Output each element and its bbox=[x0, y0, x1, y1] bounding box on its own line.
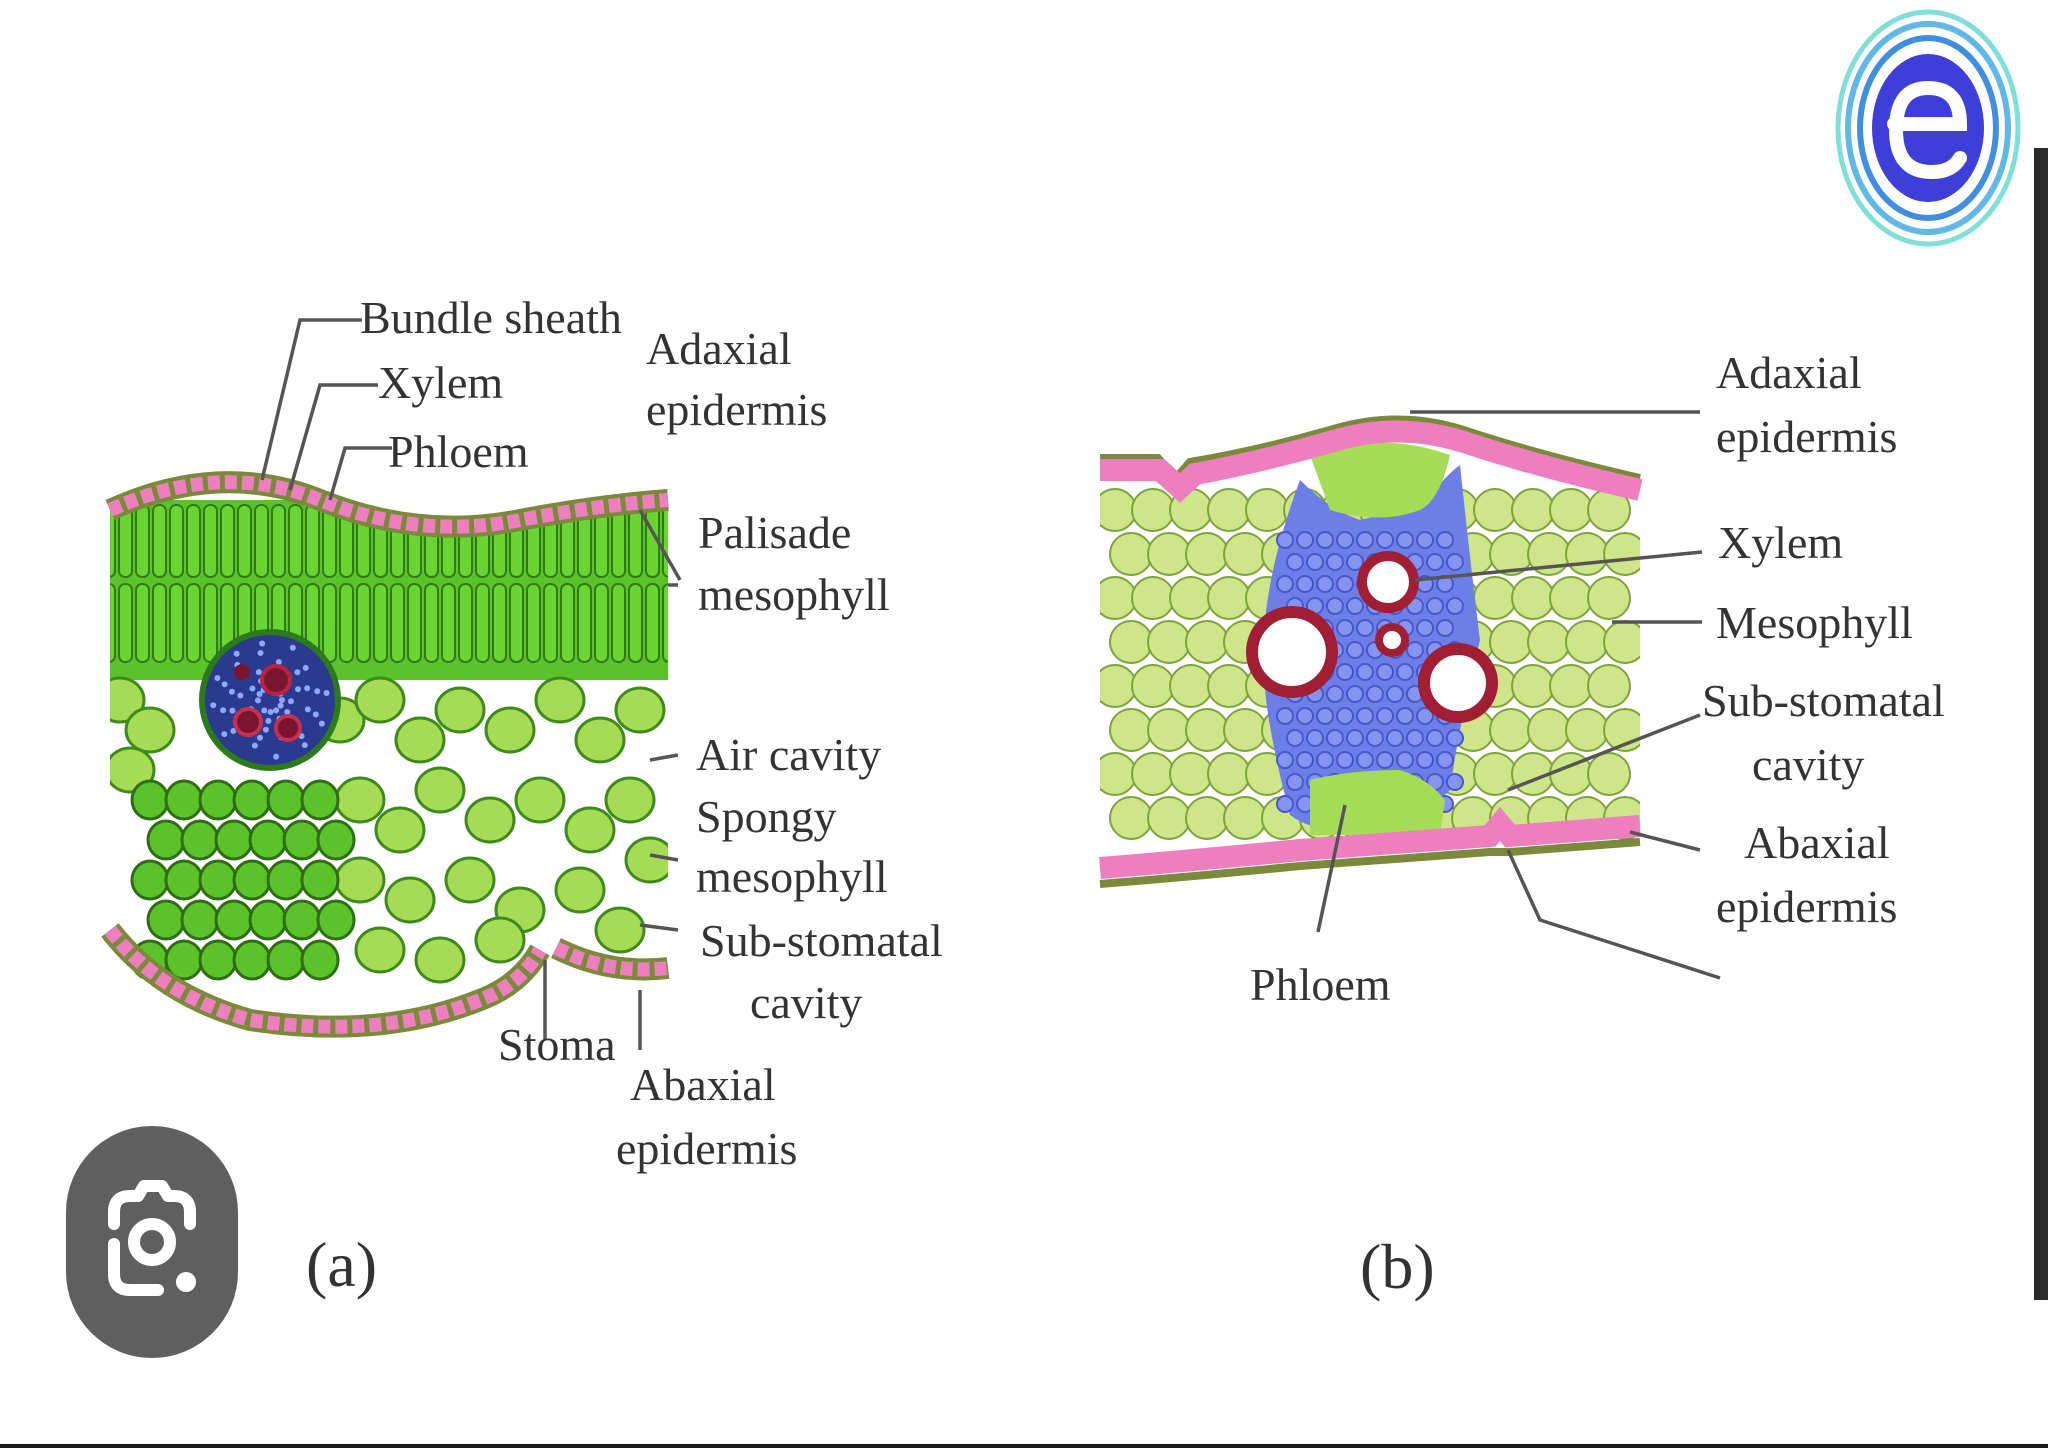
label-adaxial-b-1: Adaxial bbox=[1716, 347, 1862, 398]
label-mesophyll-b: Mesophyll bbox=[1716, 597, 1913, 648]
scrollbar-edge bbox=[2034, 148, 2048, 1300]
label-palisade-a-1: Palisade bbox=[698, 507, 851, 558]
label-abaxial-a-1: Abaxial bbox=[630, 1059, 776, 1110]
figure-a-diagram: Bundle sheath Xylem Phloem Adaxial epide… bbox=[101, 292, 943, 1300]
visual-search-button[interactable] bbox=[66, 1126, 238, 1358]
vascular-bundle-a bbox=[199, 629, 341, 771]
palisade-cells bbox=[110, 504, 668, 663]
label-xylem-a: Xylem bbox=[378, 357, 503, 408]
label-adaxial-a-1: Adaxial bbox=[646, 323, 792, 374]
label-air-cavity-a: Air cavity bbox=[696, 729, 881, 780]
xylem-vessel-small bbox=[1375, 623, 1409, 657]
bottom-divider bbox=[0, 1444, 2048, 1448]
spongy-mesophyll-cells bbox=[110, 676, 668, 984]
bundle-sheath-cells bbox=[130, 779, 356, 981]
visual-search-icon bbox=[108, 1180, 196, 1296]
label-adaxial-a-2: epidermis bbox=[646, 384, 827, 435]
label-phloem-b: Phloem bbox=[1250, 959, 1391, 1010]
label-xylem-b: Xylem bbox=[1718, 517, 1843, 568]
label-spongy-a-1: Spongy bbox=[696, 791, 837, 842]
xylem-vessel-large-left bbox=[1246, 606, 1338, 698]
label-abaxial-a-2: epidermis bbox=[616, 1123, 797, 1174]
label-palisade-a-2: mesophyll bbox=[698, 569, 890, 620]
label-substomatal-a-1: Sub-stomatal bbox=[700, 915, 943, 966]
label-substomatal-b-1: Sub-stomatal bbox=[1702, 675, 1945, 726]
abaxial-epidermis-b bbox=[1099, 806, 1641, 879]
label-spongy-a-2: mesophyll bbox=[696, 851, 888, 902]
xylem-vessel-large-right bbox=[1418, 643, 1498, 723]
label-substomatal-a-2: cavity bbox=[750, 977, 862, 1028]
label-abaxial-b-2: epidermis bbox=[1716, 881, 1897, 932]
label-abaxial-b-1: Abaxial bbox=[1744, 817, 1890, 868]
label-substomatal-b-2: cavity bbox=[1752, 739, 1864, 790]
brand-logo-icon bbox=[1832, 6, 2024, 250]
label-phloem-a: Phloem bbox=[388, 426, 529, 477]
figure-b-diagram: Adaxial epidermis Xylem Mesophyll Sub-st… bbox=[1099, 347, 1945, 1302]
leaf-a-tissue bbox=[110, 482, 668, 1037]
label-adaxial-b-2: epidermis bbox=[1716, 411, 1897, 462]
label-bundle-sheath-a: Bundle sheath bbox=[360, 292, 622, 343]
xylem-vessel-upper bbox=[1357, 551, 1419, 613]
label-stoma-a: Stoma bbox=[498, 1019, 616, 1070]
adaxial-epidermis-b bbox=[1100, 420, 1643, 503]
caption-a: (a) bbox=[306, 1229, 377, 1300]
caption-b: (b) bbox=[1360, 1231, 1435, 1302]
